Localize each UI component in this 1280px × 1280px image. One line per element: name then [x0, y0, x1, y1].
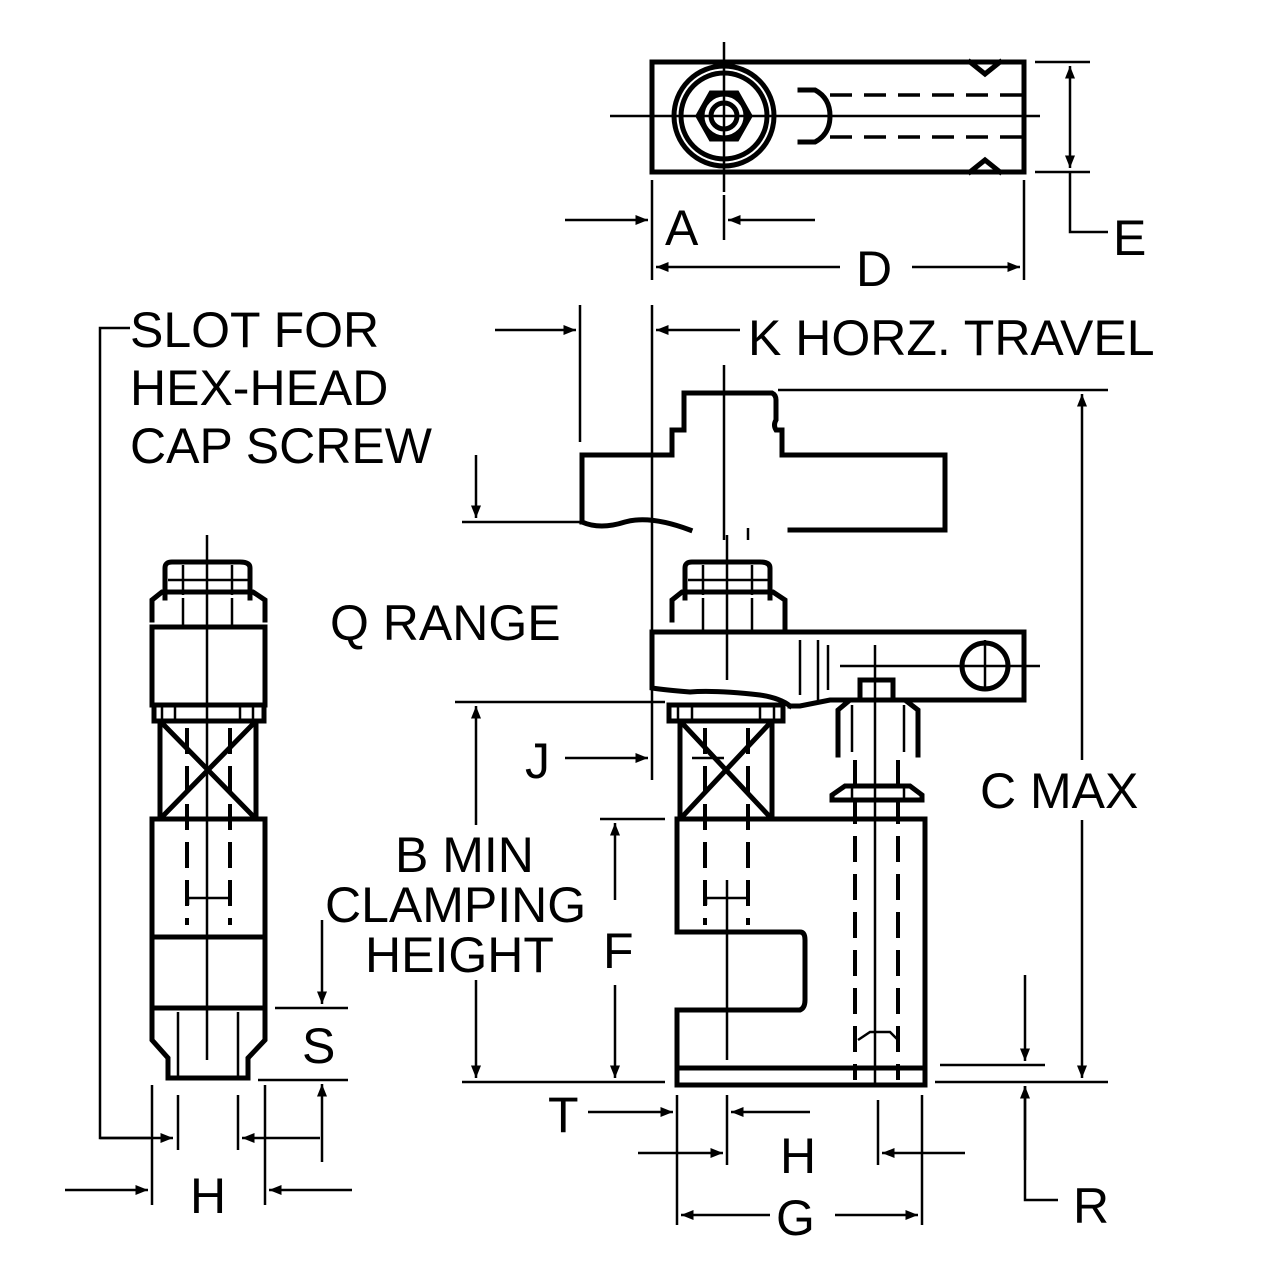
label-e: E [1113, 210, 1146, 266]
label-h-side: H [190, 1168, 226, 1224]
label-f: F [603, 923, 634, 979]
label-q-range: Q RANGE [330, 595, 561, 651]
label-b-min-line-1: B MIN [395, 827, 534, 883]
label-b-min-line-3: HEIGHT [365, 927, 554, 983]
label-g: G [776, 1190, 815, 1246]
side-view [149, 535, 268, 1081]
label-slot-line-2: HEX-HEAD [130, 360, 388, 416]
label-k-horz-travel: K HORZ. TRAVEL [748, 310, 1155, 366]
label-d: D [856, 241, 892, 297]
label-slot-line-1: SLOT FOR [130, 302, 379, 358]
front-dimensions [455, 305, 1108, 1225]
label-s: S [302, 1018, 335, 1074]
top-view [610, 42, 1040, 192]
side-dimensions [65, 326, 352, 1205]
label-r: R [1073, 1178, 1109, 1234]
label-slot-line-3: CAP SCREW [130, 418, 433, 474]
label-c-max: C MAX [980, 763, 1138, 819]
label-j: J [525, 733, 550, 789]
label-h-front: H [780, 1128, 816, 1184]
label-b-min-line-2: CLAMPING [325, 877, 586, 933]
top-dimensions [565, 60, 1108, 280]
front-view [578, 365, 1040, 1088]
label-t: T [548, 1087, 579, 1143]
label-a: A [665, 200, 699, 256]
dimension-labels: A D E K HORZ. TRAVEL SLOT FOR HEX-HEAD C… [130, 200, 1155, 1246]
